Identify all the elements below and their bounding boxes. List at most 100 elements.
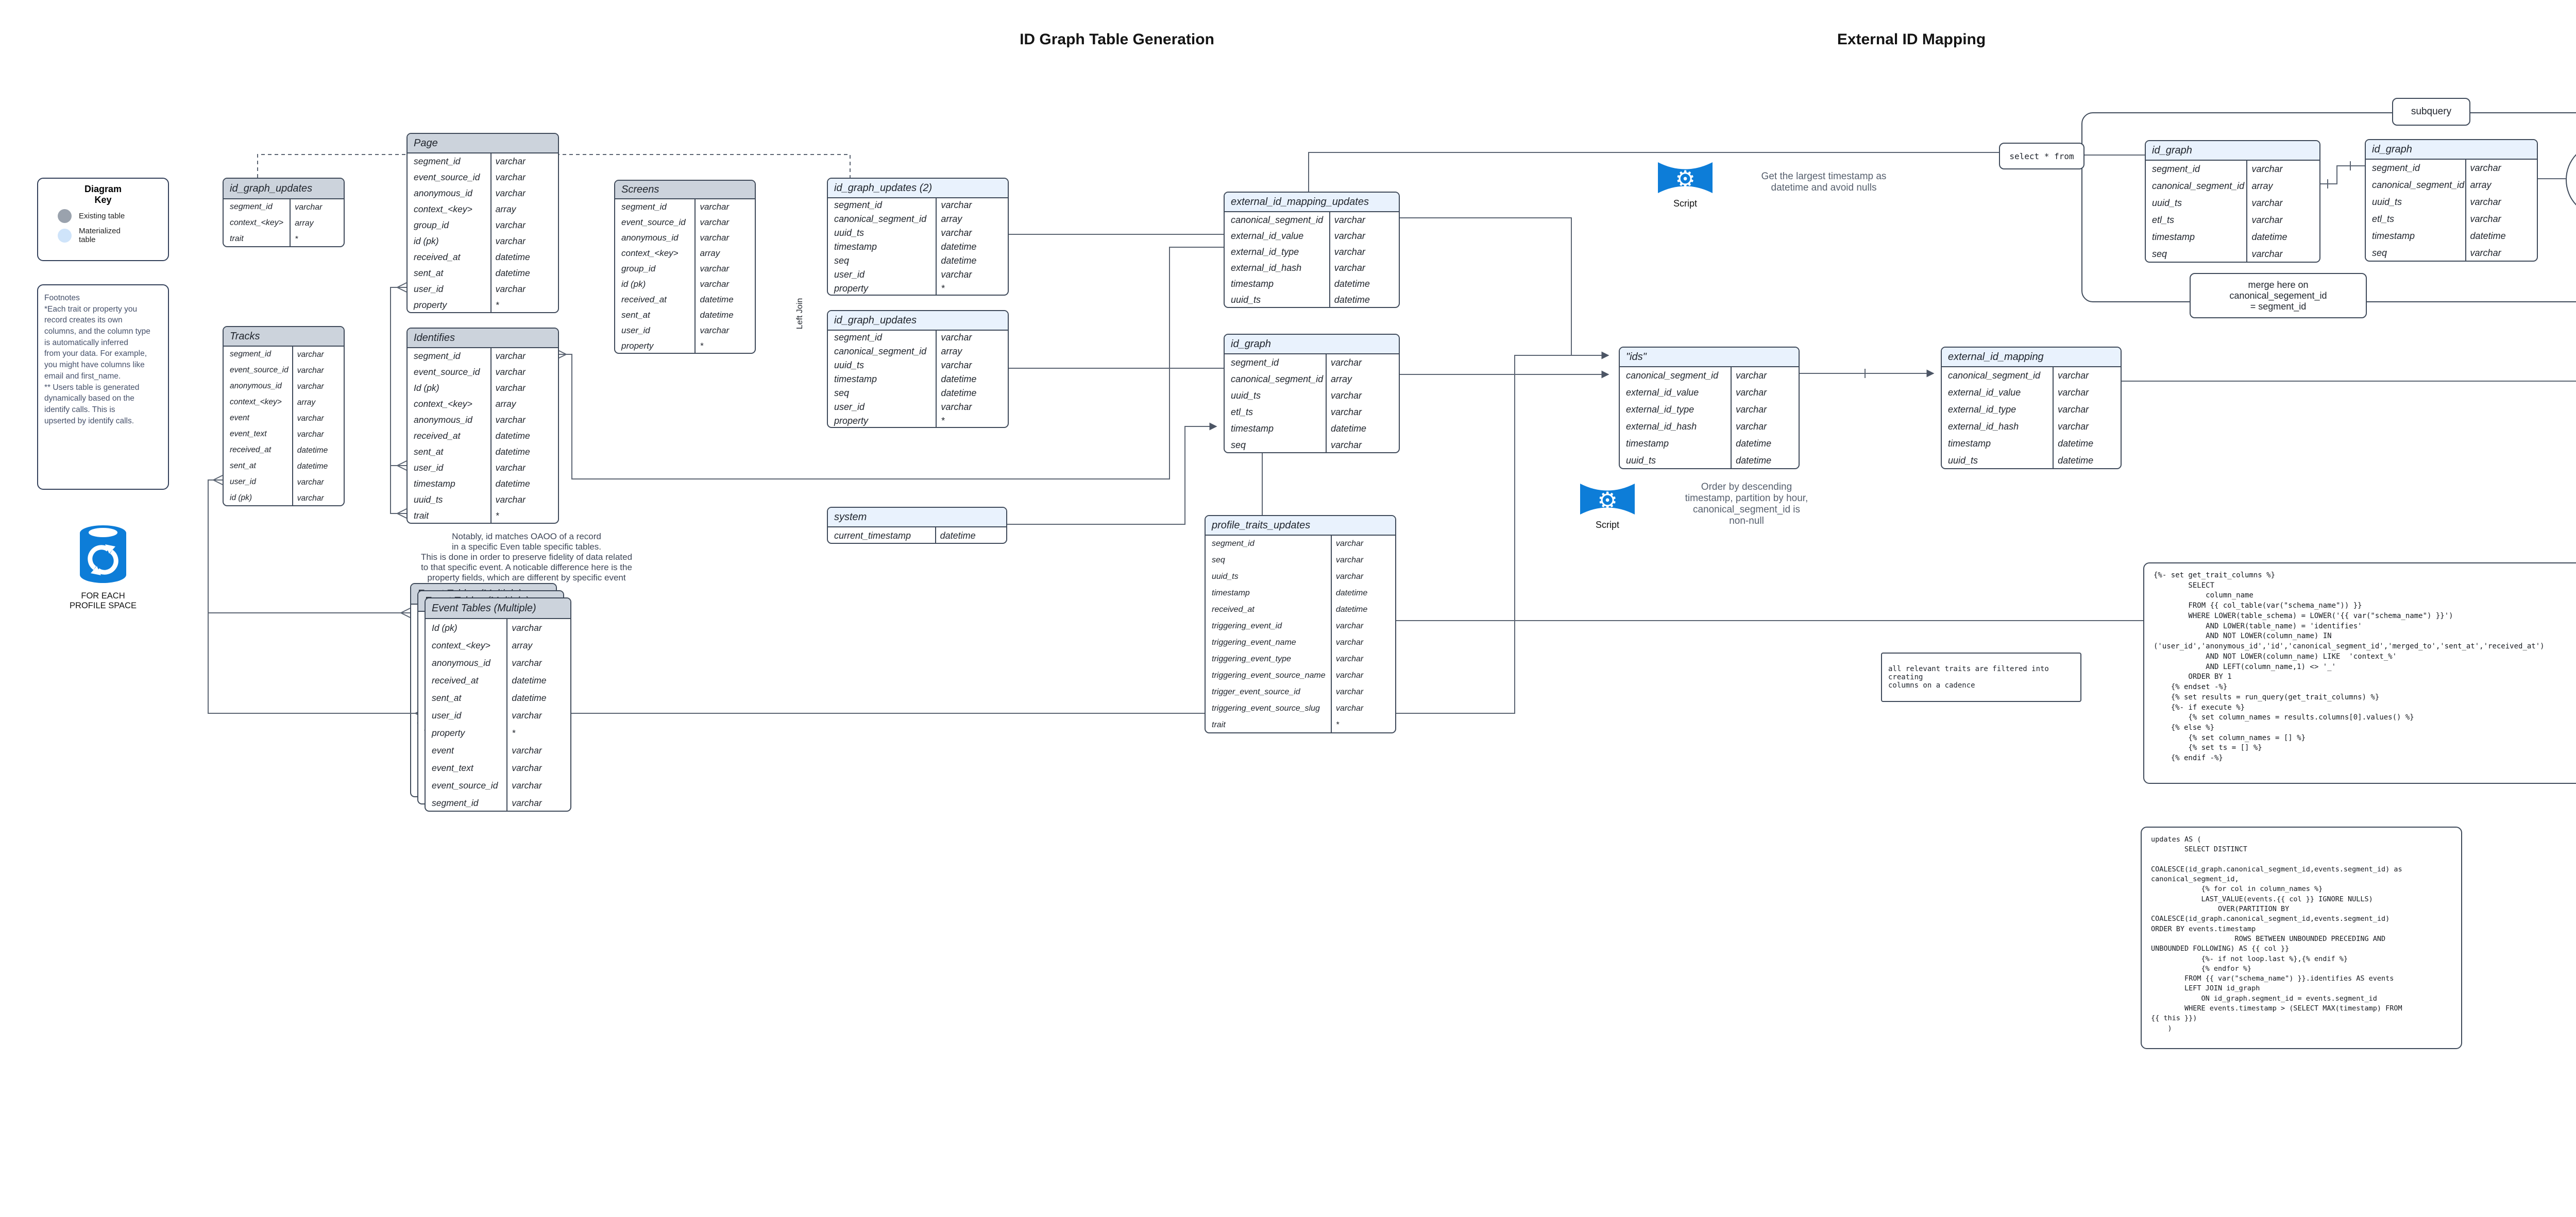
field-name: anonymous_id (414, 415, 472, 425)
script-label: Script (1673, 198, 1697, 209)
table-title: id_graph (1231, 338, 1271, 350)
legend-item-materialized: Materialized table (58, 227, 168, 244)
field-type: varchar (1331, 390, 1362, 401)
diagram-key-box[interactable]: Diagram Key Existing table Materialized … (37, 178, 169, 261)
field-name: external_id_hash (1948, 421, 2019, 432)
field-type: varchar (297, 366, 324, 375)
traits-filter-note-box[interactable]: all relevant traits are filtered into cr… (1881, 653, 2081, 702)
field-name: timestamp (1212, 588, 1250, 597)
code-block-trait-columns[interactable]: {%- set get_trait_columns %} SELECT colu… (2143, 562, 2576, 784)
subquery-box[interactable]: subquery (2392, 98, 2470, 126)
column-divider (2465, 160, 2466, 261)
field-type: datetime (1335, 589, 1368, 597)
field-type: varchar (297, 414, 324, 423)
table-header: id_graph (2146, 141, 2319, 161)
field-type: varchar (495, 284, 526, 294)
merge-note-box[interactable]: merge here on canonical_segement_id = se… (2190, 273, 2367, 318)
field-type: * (941, 416, 945, 426)
profile-space-cylinder-icon[interactable] (77, 524, 129, 590)
field-type: * (1335, 721, 1340, 729)
field-type: varchar (1736, 387, 1767, 398)
diagram-key-title: Diagram Key (84, 184, 122, 205)
field-row: context_<key>array (224, 395, 344, 410)
field-name: Id (pk) (414, 383, 439, 393)
script-icon[interactable]: ⚙ Script (1579, 482, 1636, 530)
table-title: id_graph (2152, 144, 2192, 156)
code-text: updates AS ( SELECT DISTINCT COALESCE(id… (2151, 835, 2402, 1033)
connector-line (2120, 381, 2576, 382)
svg-text:⚙: ⚙ (1597, 488, 1617, 514)
footnotes-box[interactable]: Footnotes *Each trait or property you re… (37, 284, 169, 490)
field-type: datetime (941, 374, 977, 384)
field-name: canonical_segment_id (2152, 181, 2245, 192)
code-block-updates-cte[interactable]: updates AS ( SELECT DISTINCT COALESCE(id… (2141, 827, 2462, 1049)
table-title: id_graph_updates (2) (834, 182, 933, 194)
field-name: segment_id (230, 202, 273, 212)
table-header: system (828, 508, 1006, 527)
field-name: Id (pk) (432, 622, 457, 633)
column-divider (2246, 161, 2248, 262)
field-type: datetime (941, 255, 977, 266)
field-type: varchar (2470, 248, 2501, 258)
field-row: id (pk)varchar (615, 277, 755, 292)
field-type: array (495, 399, 516, 409)
connector-line (1398, 217, 1609, 359)
field-name: triggering_event_type (1212, 654, 1291, 663)
field-name: triggering_event_source_slug (1212, 704, 1320, 713)
field-type: varchar (297, 430, 324, 439)
field-type: varchar (495, 415, 526, 425)
section-title-id-graph: ID Graph Table Generation (1020, 31, 1214, 48)
select-from-box[interactable]: select * from (1999, 143, 2084, 169)
column-divider (292, 347, 293, 505)
script-icon[interactable]: ⚙ Script (1658, 161, 1713, 209)
table-title: "ids" (1626, 351, 1647, 363)
field-type: varchar (1331, 357, 1362, 368)
field-name: etl_ts (2152, 215, 2175, 226)
field-type: datetime (495, 431, 530, 441)
table-header: Page (408, 134, 558, 153)
field-type: varchar (2251, 249, 2283, 259)
field-type: datetime (700, 295, 734, 304)
field-type: datetime (700, 310, 734, 320)
field-name: canonical_segment_id (1948, 370, 2041, 381)
